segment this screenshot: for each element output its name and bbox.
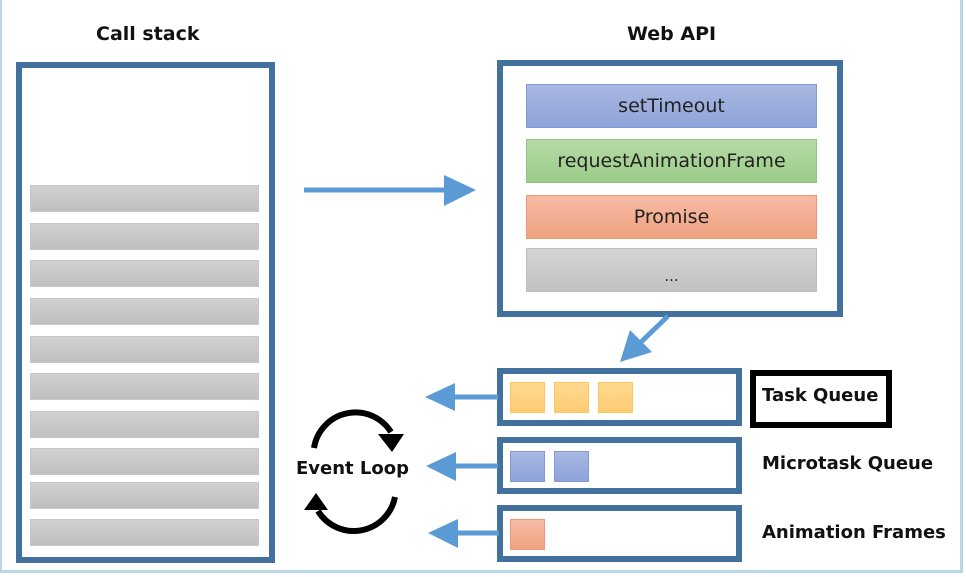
web-api-item-label: requestAnimationFrame	[557, 150, 786, 172]
microtask-queue-box	[497, 437, 742, 494]
task-queue-label: Task Queue	[762, 385, 879, 406]
call-stack-frame	[30, 482, 259, 509]
web-api-item-requestanimationframe: requestAnimationFrame	[526, 139, 817, 183]
arrow-microtaskqueue-to-eventloop-icon	[426, 452, 498, 481]
call-stack-frame	[30, 336, 259, 363]
call-stack-frame	[30, 411, 259, 438]
web-api-item-label: setTimeout	[618, 95, 725, 117]
web-api-title: Web API	[627, 23, 717, 45]
call-stack-frame	[30, 519, 259, 546]
animation-frames-box	[497, 505, 742, 562]
microtask-queue-item	[510, 451, 545, 482]
task-queue-item	[598, 382, 633, 413]
microtask-queue-item	[554, 451, 589, 482]
call-stack-frame	[30, 185, 259, 212]
web-api-item-label: Promise	[633, 206, 710, 228]
call-stack-frame	[30, 448, 259, 475]
animation-frames-label: Animation Frames	[762, 522, 946, 543]
web-api-item-promise: Promise	[526, 195, 817, 239]
web-api-item-label: ...	[664, 267, 679, 285]
task-queue-highlight-box	[750, 370, 892, 428]
call-stack-frame	[30, 223, 259, 250]
call-stack-frame	[30, 373, 259, 400]
task-queue-item	[554, 382, 589, 413]
task-queue-item	[510, 382, 545, 413]
arrow-animationframes-to-eventloop-icon	[428, 519, 499, 548]
event-loop-cycle-icon	[304, 409, 404, 534]
web-api-item-more: ...	[526, 248, 817, 292]
call-stack-frame	[30, 298, 259, 325]
event-loop-label: Event Loop	[296, 458, 410, 479]
animation-frames-item	[510, 519, 545, 550]
web-api-item-settimeout: setTimeout	[526, 84, 817, 128]
arrow-callstack-to-webapi-icon	[304, 175, 476, 206]
call-stack-title: Call stack	[96, 23, 200, 45]
arrow-webapi-to-taskqueue-icon	[620, 314, 670, 362]
microtask-queue-label: Microtask Queue	[762, 453, 934, 474]
arrow-taskqueue-to-eventloop-icon	[425, 383, 498, 411]
call-stack-frame	[30, 260, 259, 287]
